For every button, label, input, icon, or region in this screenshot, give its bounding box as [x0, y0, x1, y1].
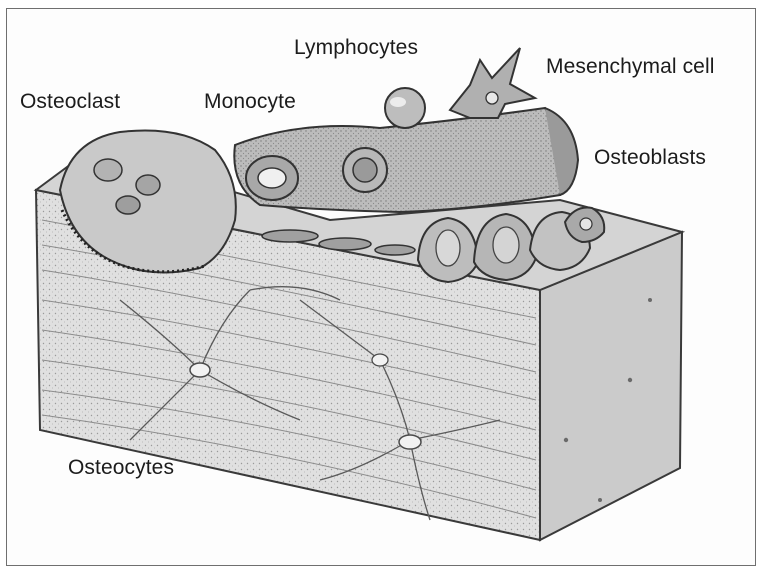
lymphocyte-highlight — [390, 97, 406, 107]
label-osteocytes: Osteocytes — [68, 456, 174, 480]
osteocyte-cell — [372, 354, 388, 366]
label-monocyte: Monocyte — [204, 90, 296, 114]
osteocyte-cell — [190, 363, 210, 377]
lymphocyte-cell — [385, 88, 425, 128]
mesenchymal-cell-body — [450, 48, 535, 118]
label-mesenchymal-cell: Mesenchymal cell — [546, 55, 715, 79]
label-lymphocytes: Lymphocytes — [294, 36, 418, 60]
lymphocytes — [385, 88, 425, 128]
osteocyte-cell — [399, 435, 421, 449]
vessel-cell — [343, 148, 387, 192]
osteoclast-nucleus — [136, 175, 160, 195]
osteoclast-nucleus — [116, 196, 140, 214]
monocyte-nucleus — [258, 168, 286, 188]
label-osteoclast: Osteoclast — [20, 90, 120, 114]
osteoclast-nucleus — [94, 159, 122, 181]
label-osteoblasts: Osteoblasts — [594, 146, 706, 170]
monocyte — [246, 156, 298, 200]
mesenchymal-cell — [450, 48, 535, 118]
